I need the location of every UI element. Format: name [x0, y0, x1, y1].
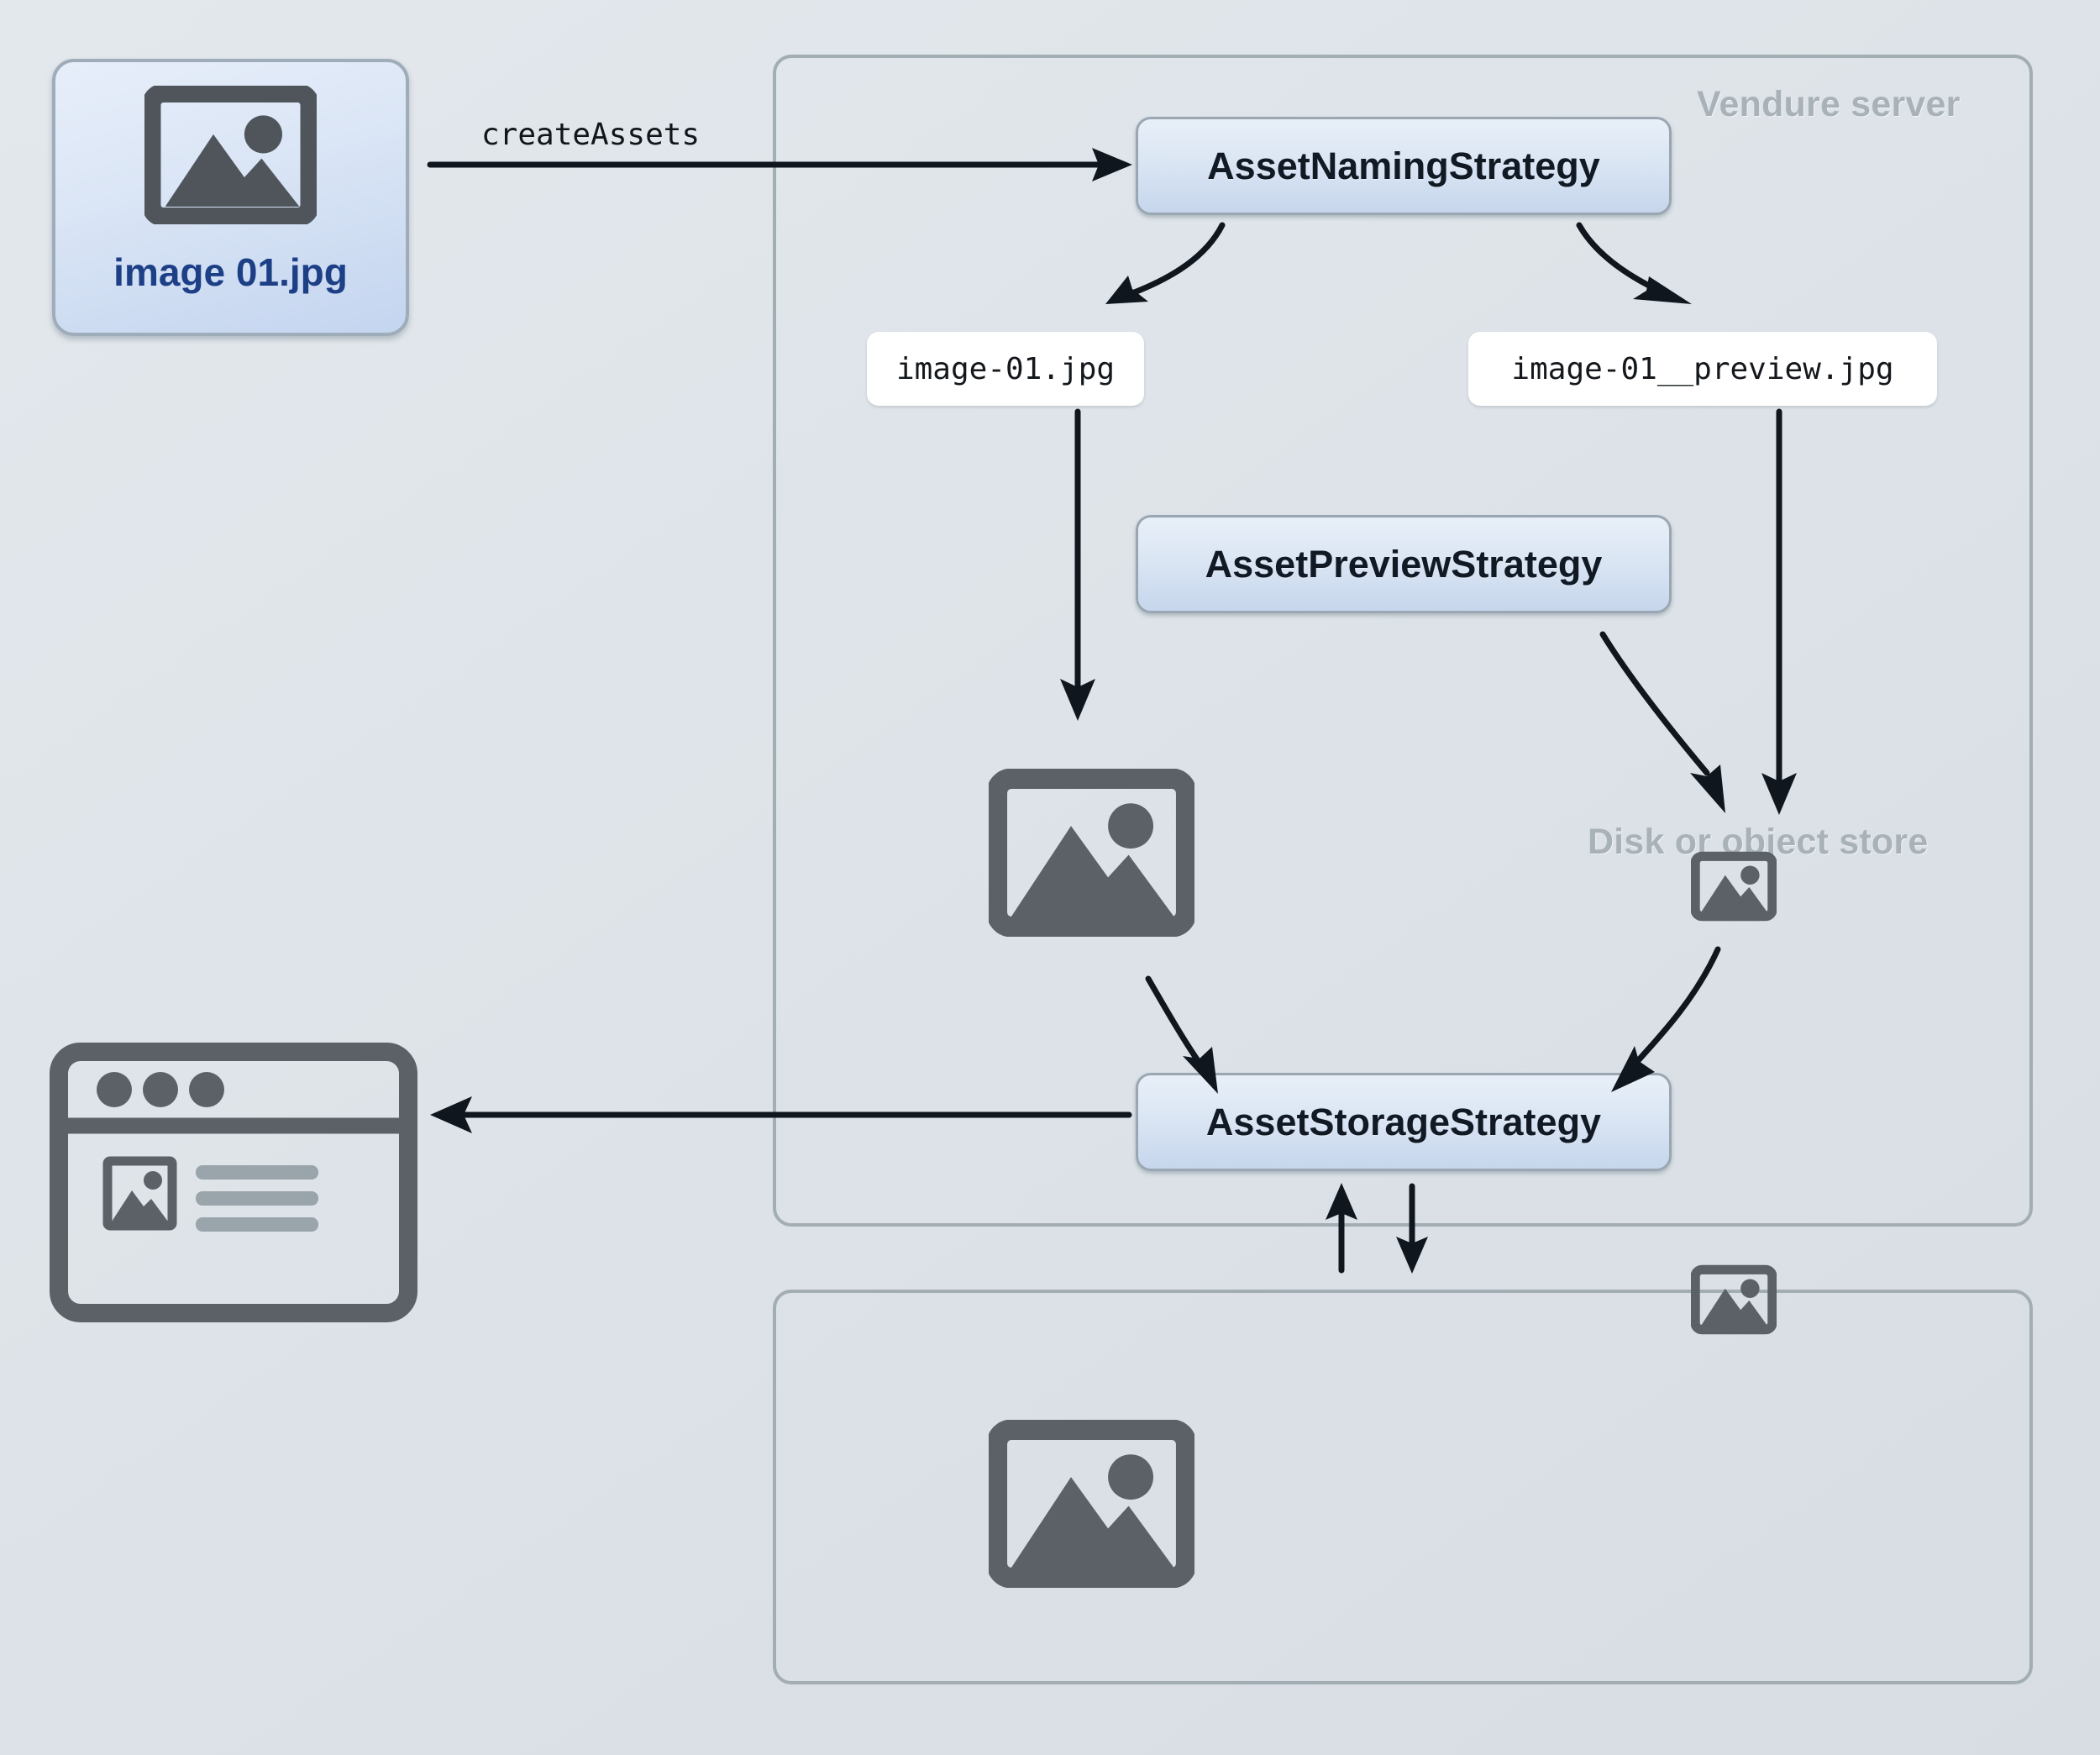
group-disk-or-object-store: [773, 1290, 2033, 1684]
source-file-card[interactable]: image 01.jpg: [52, 59, 409, 336]
filename-chip-source: image-01.jpg: [867, 332, 1144, 406]
browser-dot-2: [143, 1072, 178, 1107]
asset-naming-strategy-box[interactable]: AssetNamingStrategy: [1136, 117, 1672, 215]
asset-storage-strategy-box[interactable]: AssetStorageStrategy: [1136, 1073, 1672, 1171]
filename-chip-preview: image-01__preview.jpg: [1468, 332, 1937, 406]
browser-window-icon[interactable]: [49, 1042, 418, 1323]
asset-preview-strategy-box[interactable]: AssetPreviewStrategy: [1136, 515, 1672, 613]
browser-dot-1: [97, 1072, 132, 1107]
source-file-name: image 01.jpg: [113, 250, 348, 294]
artifact-server-full-image-placeholder-icon: [986, 768, 1197, 938]
browser-dot-3: [189, 1072, 224, 1107]
artifact-server-preview-image-placeholder-icon: [1690, 851, 1777, 922]
artifact-store-full-image-placeholder-icon: [986, 1419, 1197, 1589]
group-vendure-server: [773, 55, 2033, 1227]
image-placeholder-icon: [141, 83, 320, 227]
group-label-vendure-server: Vendure server: [1697, 84, 1961, 124]
edge-label-create-assets: createAssets: [481, 118, 701, 152]
artifact-store-preview-image-placeholder-icon: [1690, 1264, 1777, 1335]
